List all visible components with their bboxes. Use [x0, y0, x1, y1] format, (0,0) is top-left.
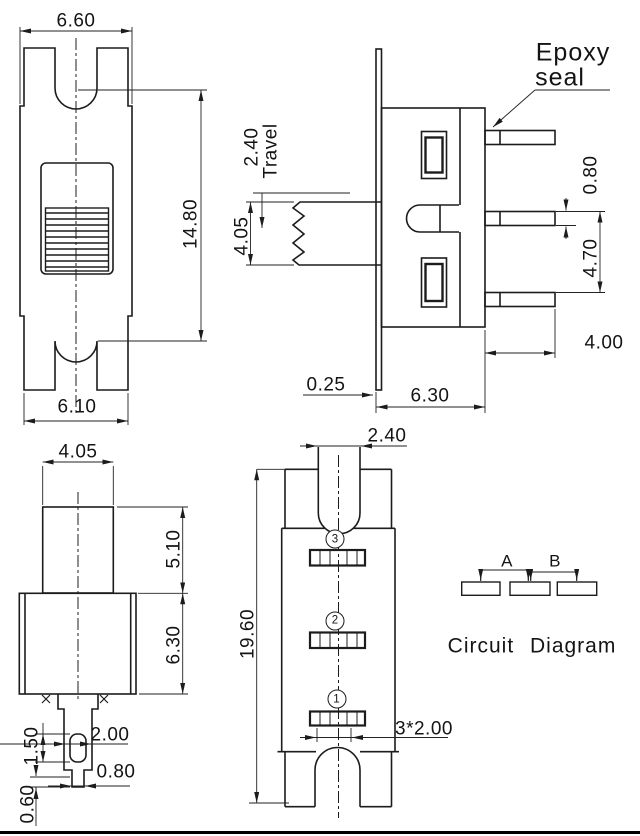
dim-top-pin-tip-width: 0.80 — [96, 761, 136, 783]
dim-side-plate-thickness: 0.25 — [306, 374, 346, 396]
dim-top-pin-step: 1.50 — [21, 726, 43, 766]
epoxy-seal-label-line1: Epoxy — [535, 38, 611, 67]
terminal-bar-2 — [308, 631, 367, 650]
bottom-bracket-top — [281, 468, 395, 530]
side-slot — [405, 204, 459, 233]
dim-side-knob-height: 4.05 — [231, 216, 253, 256]
front-knob-ribs-box — [44, 207, 110, 272]
circuit-position-b-label: B — [549, 551, 561, 571]
epoxy-seal-label-line2: seal — [535, 63, 585, 92]
dim-top-knob-width: 4.05 — [58, 441, 98, 463]
side-plate — [375, 48, 383, 391]
circuit-diagram-title: Circuit Diagram — [447, 634, 617, 658]
top-ext-lines — [30, 466, 188, 788]
bottom-bracket-bottom — [284, 746, 393, 808]
front-knob — [40, 162, 114, 275]
dim-front-width-bottom: 6.10 — [57, 396, 97, 418]
dim-top-body-height: 6.30 — [163, 625, 185, 665]
bottom-ext-length — [249, 468, 289, 804]
circuit-terminal-right — [556, 581, 598, 597]
dim-front-width-top: 6.60 — [56, 10, 96, 32]
bottom-view — [277, 447, 399, 818]
dim-bottom-total-length: 19.60 — [237, 608, 259, 660]
terminal-bar-1-dividers — [319, 711, 358, 726]
side-view-dims — [246, 89, 610, 413]
side-view — [291, 48, 556, 391]
circuit-position-a-label: A — [501, 551, 513, 571]
circuit-bracket-b — [530, 571, 578, 581]
front-outline — [19, 47, 133, 391]
terminal-number-1: 1 — [327, 689, 346, 709]
front-ext-lines — [19, 27, 207, 425]
bottom-view-dims — [249, 443, 448, 804]
terminal-bar-3 — [308, 548, 367, 567]
side-knob-ext — [246, 201, 294, 266]
epoxy-leader — [492, 89, 536, 128]
side-body-ext — [375, 309, 556, 413]
side-window-top-inner — [424, 136, 444, 174]
dim-side-travel-value: 2.40 — [241, 127, 263, 167]
side-body — [380, 107, 486, 328]
dim-side-pin-thickness: 0.80 — [580, 155, 602, 195]
circuit-bracket-a — [480, 569, 529, 581]
terminal-number-3: 3 — [325, 529, 345, 549]
terminal-bar-3-dividers — [319, 550, 358, 566]
circuit-terminal-left — [461, 581, 501, 597]
circuit-diagram — [461, 569, 598, 597]
side-window-bottom — [420, 257, 448, 308]
sheet-border-bottom — [0, 831, 640, 834]
top-pin — [57, 694, 99, 788]
dim-bottom-pin-pitch: 3*2.00 — [395, 718, 453, 740]
side-pin-ext — [556, 211, 605, 293]
dim-side-pin-pitch: 4.70 — [580, 238, 602, 278]
dim-side-travel-word: Travel — [260, 123, 282, 179]
side-pin-1 — [484, 129, 556, 146]
terminal-bar-2-dividers — [319, 632, 358, 648]
bottom-stem — [317, 447, 361, 535]
top-tab-marks — [41, 694, 109, 704]
dim-top-pin-width: 2.00 — [90, 724, 130, 746]
front-knob-ribs — [46, 212, 108, 268]
circuit-terminal-middle — [509, 581, 551, 597]
terminal-bar-1 — [308, 710, 367, 727]
dim-bottom-stem-width: 2.40 — [367, 425, 407, 447]
terminal-number-2: 2 — [325, 611, 345, 630]
dim-front-height: 14.80 — [180, 198, 202, 250]
dim-side-pin-length: 4.00 — [584, 332, 624, 354]
side-knob — [291, 201, 381, 266]
dim-side-body-width: 6.30 — [410, 385, 450, 407]
front-view — [19, 38, 133, 414]
side-window-top — [420, 130, 448, 180]
side-pin-3 — [484, 291, 556, 308]
front-view-dims — [19, 27, 207, 425]
top-view — [18, 492, 137, 788]
dim-top-pin-tip-height: 0.60 — [17, 784, 39, 824]
top-view-dims — [0, 459, 188, 826]
dim-top-knob-height: 5.10 — [163, 529, 185, 569]
side-pin-2 — [484, 210, 556, 227]
side-window-bottom-inner — [424, 262, 444, 303]
top-pin-slot — [69, 733, 87, 763]
bottom-ext-pitch — [316, 728, 352, 742]
bottom-body-sides — [277, 528, 399, 753]
top-body-inner-walls — [24, 593, 132, 694]
